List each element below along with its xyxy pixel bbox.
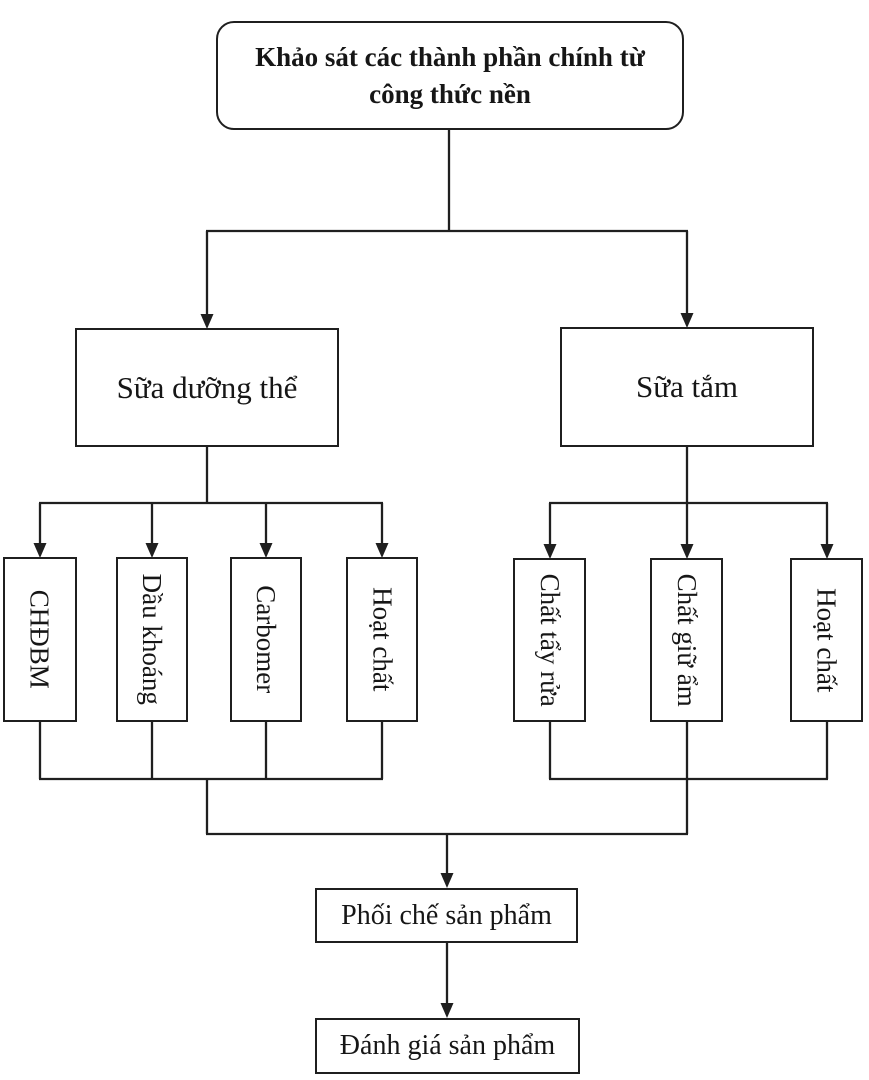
node-dau-khoang-label: Dầu khoáng bbox=[137, 573, 168, 706]
node-hoat-chat-left: Hoạt chất bbox=[346, 557, 418, 722]
node-chat-tay-rua: Chất tẩy rửa bbox=[513, 558, 586, 722]
node-dau-khoang: Dầu khoáng bbox=[116, 557, 188, 722]
node-root: Khảo sát các thành phần chính từ công th… bbox=[216, 21, 684, 130]
node-chat-tay-rua-label: Chất tẩy rửa bbox=[534, 573, 565, 707]
node-branch-sua-duong-the: Sữa dưỡng thể bbox=[75, 328, 339, 447]
node-hoat-chat-right-label: Hoạt chất bbox=[811, 587, 842, 693]
node-chdbm: CHĐBM bbox=[3, 557, 77, 722]
node-hoat-chat-right: Hoạt chất bbox=[790, 558, 863, 722]
node-carbomer-label: Carbomer bbox=[251, 585, 282, 694]
node-chat-giu-am: Chất giữ ẩm bbox=[650, 558, 723, 722]
node-hoat-chat-left-label: Hoạt chất bbox=[367, 587, 398, 692]
node-carbomer: Carbomer bbox=[230, 557, 302, 722]
node-branch-sua-tam: Sữa tắm bbox=[560, 327, 814, 447]
node-danh-gia-san-pham: Đánh giá sản phẩm bbox=[315, 1018, 580, 1074]
node-chdbm-label: CHĐBM bbox=[25, 589, 56, 690]
node-phoi-che-san-pham: Phối chế sản phẩm bbox=[315, 888, 578, 943]
node-chat-giu-am-label: Chất giữ ẩm bbox=[671, 573, 702, 707]
